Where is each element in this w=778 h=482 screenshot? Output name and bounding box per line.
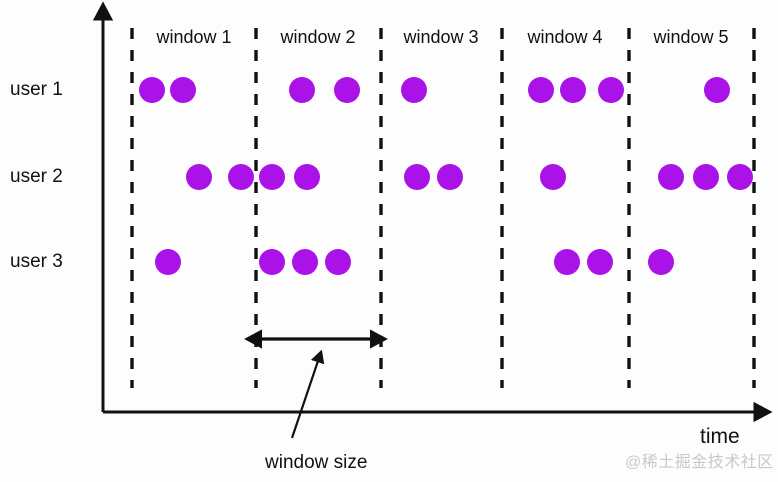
event-dot — [437, 164, 463, 190]
event-dot — [325, 249, 351, 275]
event-dot — [294, 164, 320, 190]
event-dot — [704, 77, 730, 103]
event-dot — [540, 164, 566, 190]
event-dot — [648, 249, 674, 275]
callout-pointer-arrow — [290, 349, 325, 439]
event-dot — [554, 249, 580, 275]
event-dot — [727, 164, 753, 190]
event-dot — [404, 164, 430, 190]
event-dot — [292, 249, 318, 275]
event-dot — [186, 164, 212, 190]
event-dot — [598, 77, 624, 103]
event-dot — [334, 77, 360, 103]
row-label-user-3: user 3 — [10, 251, 63, 272]
window-label-2: window 2 — [280, 27, 356, 47]
window-label-3: window 3 — [403, 27, 479, 47]
event-dot — [693, 164, 719, 190]
row-label-user-2: user 2 — [10, 166, 63, 187]
event-dot — [259, 249, 285, 275]
event-dot — [289, 77, 315, 103]
window-size-label: window size — [265, 452, 368, 473]
window-label-1: window 1 — [156, 27, 232, 47]
window-size-annotation — [244, 329, 388, 439]
window-label-5: window 5 — [653, 27, 729, 47]
window-divider-group — [130, 28, 756, 388]
event-dot — [528, 77, 554, 103]
event-dot — [259, 164, 285, 190]
watermark-label: @稀土掘金技术社区 — [625, 454, 774, 471]
window-label-4: window 4 — [527, 27, 603, 47]
event-dot — [587, 249, 613, 275]
row-label-user-1: user 1 — [10, 79, 63, 100]
event-dot — [170, 77, 196, 103]
event-dot — [658, 164, 684, 190]
axes-group — [92, 1, 773, 423]
event-dot — [401, 77, 427, 103]
event-dot — [228, 164, 254, 190]
event-dot — [560, 77, 586, 103]
event-dot — [139, 77, 165, 103]
x-axis-label: time — [700, 425, 740, 448]
event-dots-group — [139, 77, 753, 275]
event-dot — [155, 249, 181, 275]
